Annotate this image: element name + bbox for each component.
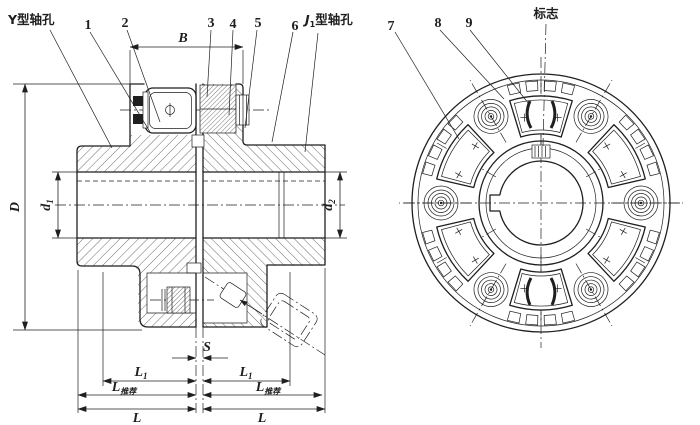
part-number-8: 8 — [435, 16, 442, 31]
leader-part-7 — [394, 31, 460, 140]
sectional-view: B D d1 d2 S L1 — [8, 31, 347, 425]
section-hatch-left-half — [77, 135, 196, 327]
dim-label-Lrec: L推荐 — [111, 380, 139, 396]
leader-y-bore — [49, 29, 113, 149]
leader-part-3 — [206, 29, 212, 98]
dim-label-d1: d1 — [39, 199, 55, 211]
dim-label-L1: L1 — [133, 365, 147, 381]
hub — [478, 140, 604, 266]
leader-part-2 — [126, 29, 161, 123]
leader-lines — [49, 23, 547, 153]
dimension-L1-left: L1 — [102, 272, 197, 386]
shaft-bore-with-keyway — [489, 160, 584, 246]
part-number-7: 7 — [388, 19, 395, 34]
dimension-D: D — [8, 83, 142, 331]
dimension-B: B — [129, 31, 244, 84]
dimension-d1: d1 — [39, 171, 77, 239]
pin-recess-bottom — [146, 272, 248, 324]
label-mark: 标志 — [532, 6, 559, 21]
dimension-Lrec-left: L推荐 — [77, 270, 197, 413]
leader-part-1 — [89, 31, 151, 133]
castellated-washer — [235, 94, 250, 126]
dim-label-S: S — [203, 340, 211, 355]
dim-label-D: D — [8, 202, 23, 213]
mark-rectangle — [531, 144, 551, 159]
part-number-5: 5 — [255, 16, 262, 31]
part-number-6: 6 — [292, 19, 299, 34]
part-number-1: 1 — [85, 18, 92, 33]
dimension-Lrec-right: L推荐 — [202, 268, 326, 413]
part-number-3: 3 — [208, 16, 215, 31]
callout-labels: Y型轴孔 1 2 3 4 5 6 J1型轴孔 7 8 9 标志 — [7, 6, 559, 34]
dimension-L1-right: L1 — [202, 272, 291, 386]
leader-part-5 — [244, 29, 258, 129]
label-y-bore: Y型轴孔 — [7, 12, 55, 27]
dim-label-d2: d2 — [321, 199, 337, 211]
end-view — [398, 57, 684, 348]
pin-nut-section — [199, 84, 237, 134]
dim-label-B: B — [177, 31, 187, 46]
dim-label-Lrec: L推荐 — [255, 380, 283, 396]
part-number-4: 4 — [230, 17, 237, 32]
leader-part-4 — [228, 29, 234, 116]
dim-label-L1: L1 — [238, 365, 252, 381]
part-number-2: 2 — [122, 16, 129, 31]
dimension-S: S — [172, 327, 228, 413]
phantom-pin-removal — [204, 276, 326, 356]
leader-part-8 — [439, 29, 505, 100]
dimension-L-right: L — [202, 406, 326, 425]
leader-j1-bore — [304, 32, 319, 153]
part-number-9: 9 — [466, 16, 473, 31]
label-j1-bore: J1型轴孔 — [302, 12, 353, 29]
dim-label-L: L — [132, 411, 142, 425]
leader-part-6 — [271, 31, 294, 143]
leader-part-9 — [469, 29, 530, 105]
pin-assembly-top — [120, 84, 272, 134]
dim-label-L: L — [257, 411, 267, 425]
dimension-L-left: L — [77, 406, 197, 425]
leader-mark — [542, 23, 547, 147]
dimension-d2: d2 — [321, 171, 347, 239]
